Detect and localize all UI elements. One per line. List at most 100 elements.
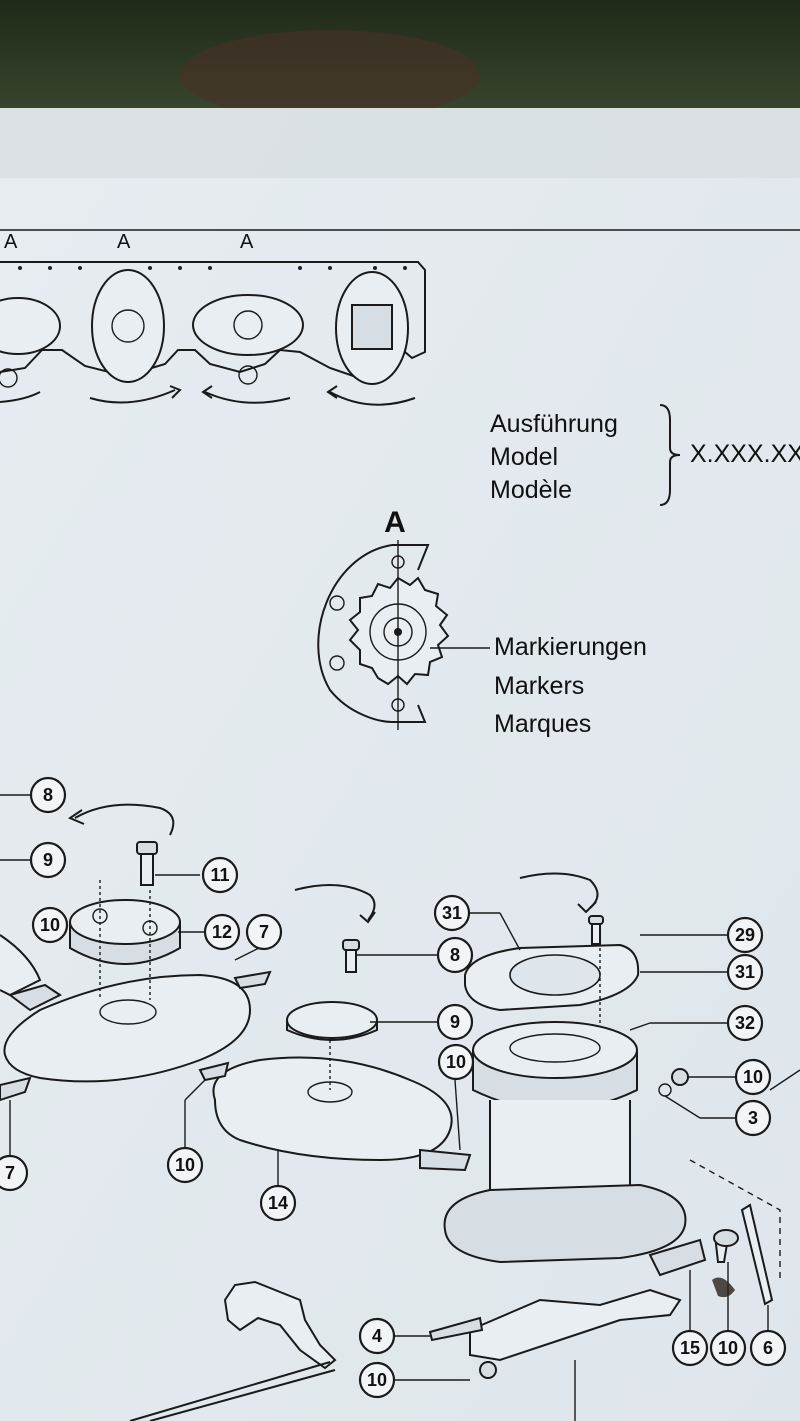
callout-circle [166,1146,204,1184]
callout-circle [31,906,69,944]
callout-circle [358,1361,396,1399]
counterweight-top [69,899,181,945]
middle-disc-assembly [184,884,472,1185]
callout-number: 8 [450,945,460,965]
leader-line [629,1022,651,1031]
callout-number: 10 [743,1067,763,1087]
blade [419,1148,472,1172]
callout-circle [749,1329,787,1367]
callout-number: 8 [43,785,53,805]
callout-number: 10 [40,915,60,935]
callout-number: 10 [446,1052,466,1072]
arrowhead-icon [201,385,213,399]
callout-number: 31 [735,962,755,982]
nut-3 [671,1068,689,1086]
bolt-head [588,915,604,925]
detail-a-gear: A Markierungen Markers Marques [317,506,647,738]
model-designation: Ausführung Model Modèle X.XXX.XX [490,404,800,506]
cutter-bar-rivets [18,266,407,270]
housing-hole [329,655,345,671]
leader-line [184,1079,206,1101]
cutting-disc-left [3,973,252,1083]
callout-circle [436,1003,474,1041]
marker-label: Marques [494,710,591,738]
callout-number: 15 [680,1338,700,1358]
cutting-disc-14 [212,1056,453,1162]
guide-line [689,1159,781,1280]
callout-circle [358,1317,396,1355]
callout-number: 9 [450,1012,460,1032]
rotation-arrow-icon [294,884,376,921]
rotation-arrow-icon [89,389,176,404]
layout-label-a: A [240,231,254,253]
callout-number: 3 [748,1108,758,1128]
arrowhead-icon [67,809,85,825]
disc-3 [192,294,304,356]
blade [7,983,62,1012]
callout-circle [203,913,241,951]
callout-number: 31 [442,903,462,923]
brace [659,404,681,506]
callout-number: 32 [735,1013,755,1033]
lever [223,1280,337,1370]
model-number: X.XXX.XX [690,440,800,468]
blade-10 [428,1316,484,1342]
callout-number: 14 [268,1193,288,1213]
callout-layer: 8 9 11 10 12 7 8 9 10 10 14 7 31 29 31 3… [0,776,787,1399]
adjacent-disc [0,934,42,997]
bolt-head [136,841,158,855]
rotation-arrow-icon [519,872,599,909]
callout-number: 7 [5,1163,15,1183]
callout-circle [726,1004,764,1042]
layout-label-a: A [4,231,18,253]
marker-label: Markierungen [494,633,647,661]
lever-part [129,1280,337,1421]
disc-bolt [238,365,258,385]
callout-circle [29,776,67,814]
housing-arc [317,544,393,723]
callout-number: 11 [210,865,229,885]
skid-15 [469,1288,682,1362]
nut [479,1361,497,1379]
housing-base [443,1183,687,1264]
disc-bolt [0,368,18,388]
model-label: Model [490,443,558,471]
blade [198,1061,230,1082]
cutter-bar-layout: A A A [0,231,426,406]
rotation-arrow-icon [204,391,291,404]
callout-number: 12 [212,922,232,942]
callout-circle [201,856,239,894]
callout-number: 10 [367,1370,387,1390]
callout-number: 10 [718,1338,738,1358]
paper-edge [0,108,800,178]
cap-9-top [286,1001,378,1039]
marker-label: Markers [494,672,584,700]
arrowhead-icon [359,911,376,924]
arrowhead-icon [169,385,182,399]
callout-number: 9 [43,850,53,870]
plate-opening [509,954,601,996]
bolt-29 [591,921,601,945]
callout-circle [671,1329,709,1367]
callout-circle [437,1043,475,1081]
callout-circle [245,913,283,951]
housing-edge [392,544,430,571]
blade [648,1238,707,1277]
lever-rod [129,1361,331,1421]
stain [712,1277,735,1298]
cutter-bar-outline [0,261,426,382]
callout-circle [726,916,764,954]
model-label: Modèle [490,476,572,504]
disc-2 [91,269,165,383]
rotation-arrow-icon [74,803,175,836]
disc-2-hub [111,309,145,343]
left-disc-assembly [0,794,272,1155]
lever-rod [149,1369,336,1421]
housing-32-top [472,1021,638,1079]
layout-label-a: A [117,231,131,253]
callout-circle [259,1184,297,1222]
callout-circle [734,1099,772,1137]
disc-3-hub [233,310,263,340]
background-object [180,30,480,120]
